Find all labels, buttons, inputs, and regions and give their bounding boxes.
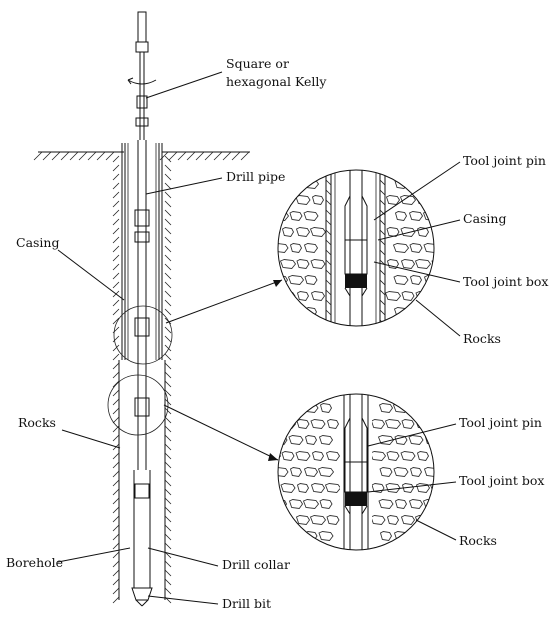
borehole-walls (112, 155, 172, 604)
drill-bit (131, 587, 153, 607)
leader-lines (57, 71, 461, 605)
detail-circle-bottom (277, 393, 435, 551)
label-top-rocks: Rocks (463, 331, 501, 346)
label-drill-pipe: Drill pipe (226, 169, 285, 184)
label-bottom-tool-joint-pin: Tool joint pin (459, 415, 542, 430)
detail-open-hole-section (277, 393, 435, 551)
drill-collar (133, 470, 151, 588)
label-drill-collar: Drill collar (222, 557, 290, 572)
label-top-tool-joint-box: Tool joint box (463, 274, 548, 289)
ground-surface (33, 151, 250, 161)
label-kelly-line1: Square or (226, 56, 289, 71)
labels: Square or hexagonal Kelly Drill pipe Cas… (6, 56, 548, 611)
label-casing: Casing (16, 235, 59, 250)
label-top-casing: Casing (463, 211, 506, 226)
casing (121, 143, 163, 360)
label-kelly-line2: hexagonal Kelly (226, 74, 327, 89)
zoom-arrows (163, 279, 283, 461)
label-drill-bit: Drill bit (222, 596, 271, 611)
zoom-circle-upper (113, 305, 173, 365)
label-bottom-rocks: Rocks (459, 533, 497, 548)
label-bottom-tool-joint-box: Tool joint box (459, 473, 544, 488)
label-borehole: Borehole (6, 555, 63, 570)
zoom-circle-lower (107, 374, 169, 436)
main-drill-string (33, 11, 250, 607)
detail-cased-section (277, 169, 435, 327)
drill-pipe (134, 140, 150, 499)
label-rocks: Rocks (18, 415, 56, 430)
detail-circle-top (277, 169, 435, 327)
label-top-tool-joint-pin: Tool joint pin (463, 153, 546, 168)
kelly (127, 11, 157, 140)
